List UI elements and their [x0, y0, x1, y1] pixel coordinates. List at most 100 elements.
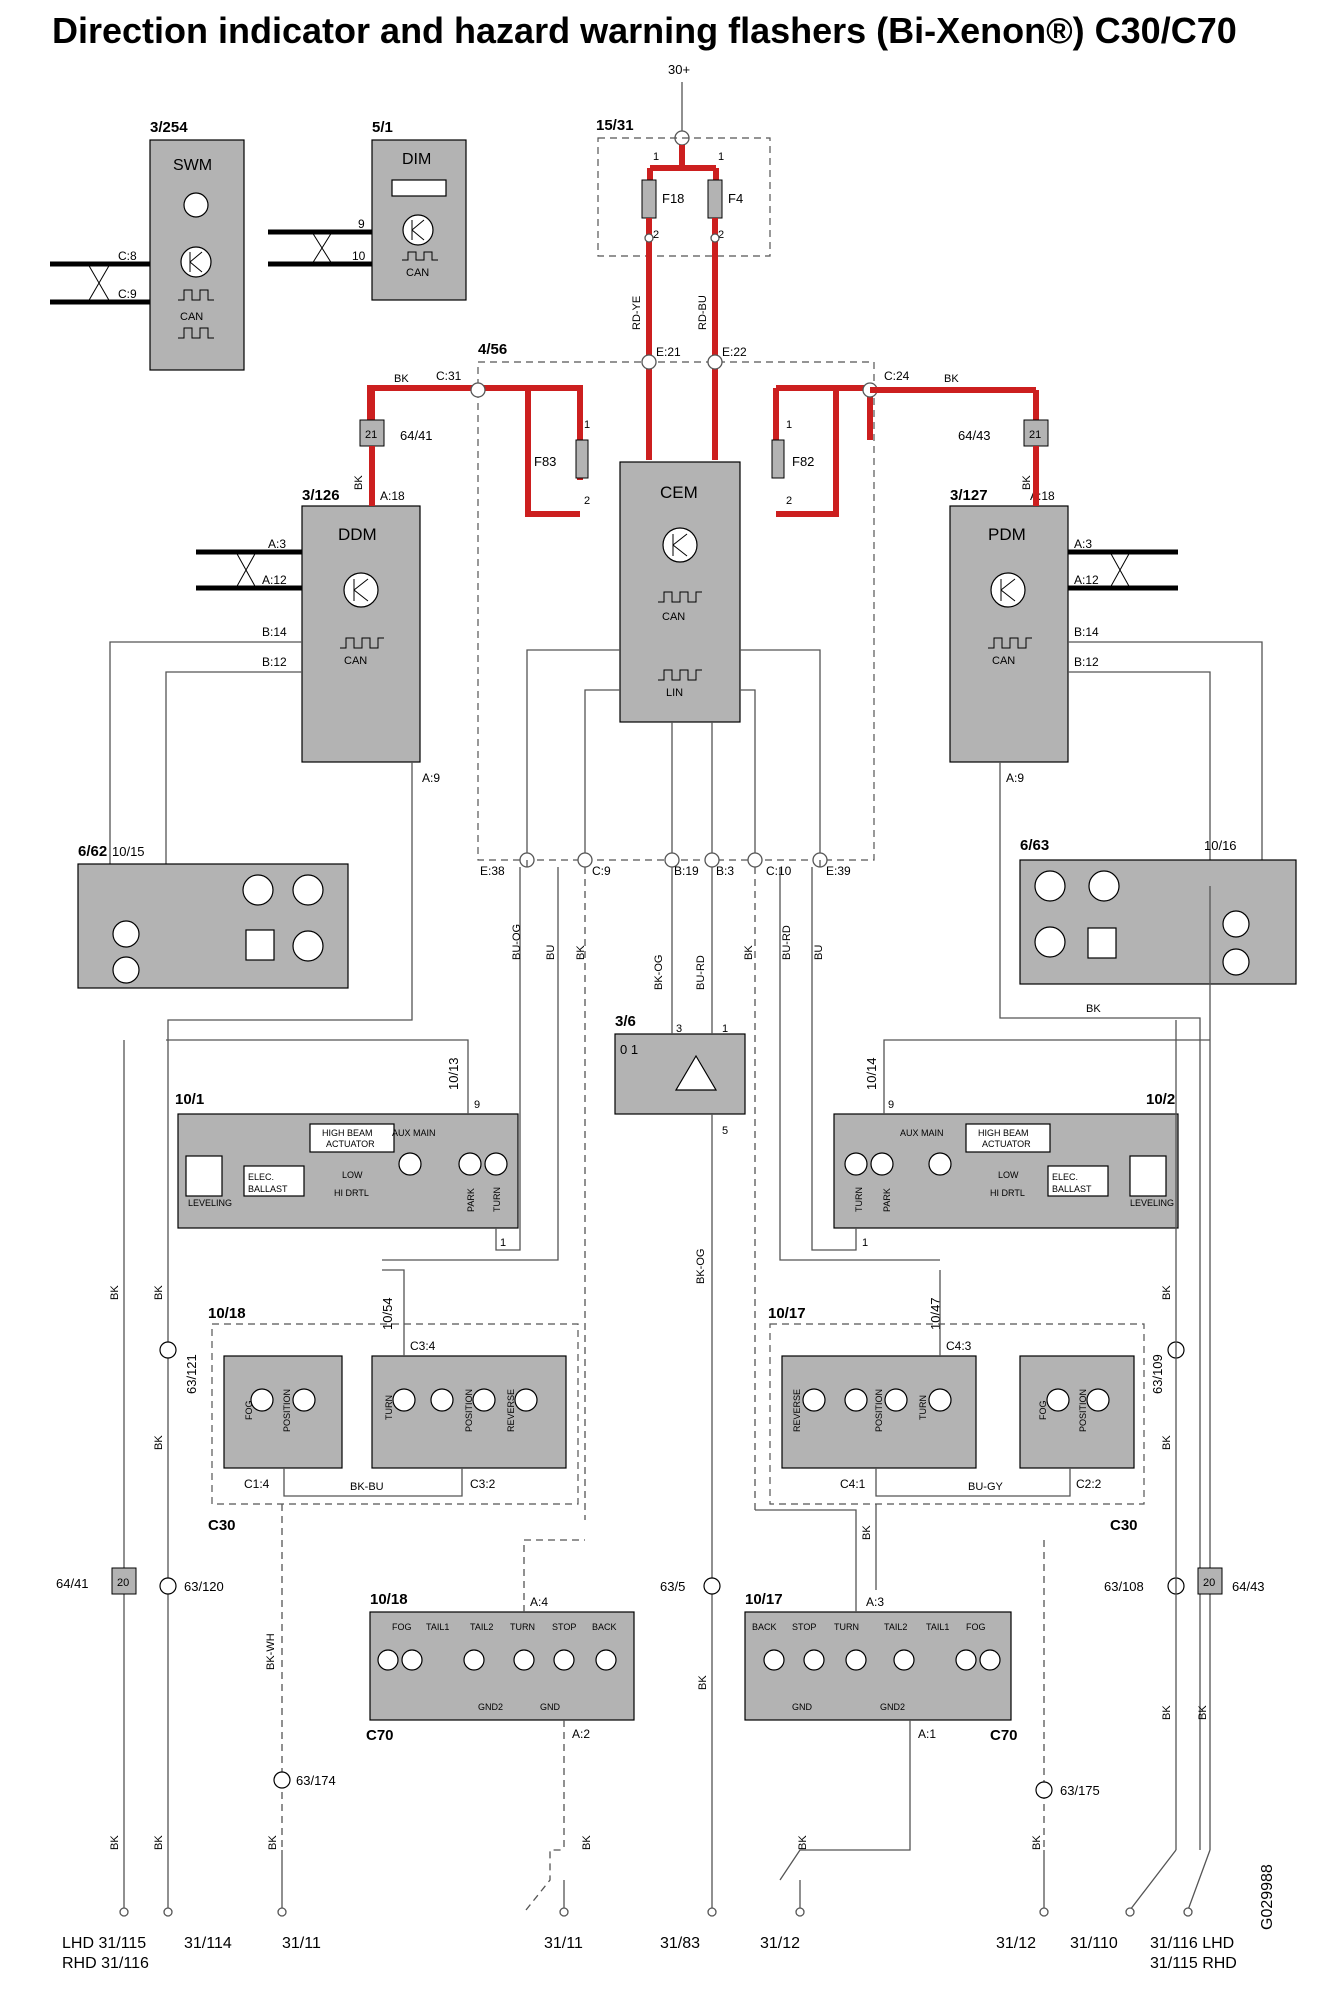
- cem-pin-e22: [707, 354, 723, 370]
- fuse-f83: [575, 439, 589, 479]
- svg-text:2: 2: [786, 495, 792, 507]
- svg-text:TURN: TURN: [492, 1187, 502, 1212]
- svg-text:9: 9: [888, 1099, 894, 1111]
- svg-text:64/41: 64/41: [56, 1576, 89, 1591]
- svg-text:64/43: 64/43: [1232, 1579, 1265, 1594]
- svg-text:A:3: A:3: [866, 1595, 884, 1609]
- fuse-f4-label: F4: [728, 191, 743, 206]
- svg-text:C:8: C:8: [118, 249, 137, 263]
- svg-text:1: 1: [722, 1023, 728, 1035]
- fusebox-busbar: [647, 145, 719, 180]
- svg-text:PARK: PARK: [882, 1188, 892, 1212]
- tail-c30-left-a: [223, 1355, 343, 1469]
- svg-text:BK: BK: [1161, 1705, 1173, 1720]
- bulb-icon: [398, 1152, 422, 1176]
- motor-icon: [292, 874, 324, 906]
- transistor-icon: [990, 572, 1026, 608]
- svg-text:BK-OG: BK-OG: [653, 955, 665, 990]
- svg-text:LOW: LOW: [998, 1170, 1019, 1180]
- svg-text:FOG: FOG: [244, 1401, 254, 1421]
- svg-text:BK-WH: BK-WH: [265, 1633, 277, 1670]
- svg-text:BK: BK: [797, 1835, 809, 1850]
- svg-text:A:3: A:3: [1074, 537, 1092, 551]
- splice-64-43: [1023, 419, 1049, 447]
- svg-text:TAIL2: TAIL2: [470, 1622, 493, 1632]
- svg-text:10/47: 10/47: [928, 1297, 943, 1330]
- svg-text:AUX MAIN: AUX MAIN: [900, 1128, 944, 1138]
- svg-text:BK: BK: [1086, 1003, 1101, 1015]
- svg-text:BU-OG: BU-OG: [511, 924, 523, 960]
- bulb-icon: [112, 956, 140, 984]
- svg-text:C4:3: C4:3: [946, 1339, 972, 1353]
- motor-icon: [292, 930, 324, 962]
- svg-text:10/15: 10/15: [112, 844, 145, 859]
- svg-text:TURN: TURN: [510, 1622, 535, 1632]
- dim-can: CAN: [406, 267, 429, 279]
- svg-text:E:39: E:39: [826, 864, 851, 878]
- svg-text:A:4: A:4: [530, 1595, 548, 1609]
- svg-text:BK-OG: BK-OG: [695, 1249, 707, 1284]
- tail-c30-left-outline: [211, 1323, 579, 1505]
- ground-31-83: 31/83: [660, 1935, 700, 1952]
- svg-text:BACK: BACK: [592, 1622, 617, 1632]
- svg-text:A:12: A:12: [1074, 573, 1099, 587]
- instrument-cluster-icon: [391, 179, 447, 197]
- swm-can: CAN: [180, 311, 203, 323]
- svg-text:BK: BK: [267, 1835, 279, 1850]
- swm-ref: 3/254: [150, 119, 188, 136]
- cem-pin-c9: [577, 852, 593, 868]
- ground-31-110: 31/110: [1070, 1935, 1118, 1952]
- svg-text:63/109: 63/109: [1150, 1354, 1165, 1394]
- svg-text:BK: BK: [1161, 1435, 1173, 1450]
- ground-31-11-b: 31/11: [544, 1935, 583, 1952]
- svg-text:ACTUATOR: ACTUATOR: [982, 1139, 1031, 1149]
- mirror-right-module: [1019, 859, 1297, 985]
- svg-text:5: 5: [722, 1125, 728, 1137]
- ground-31-12-a: 31/12: [760, 1935, 800, 1952]
- transistor-icon: [180, 246, 212, 278]
- svg-text:A:2: A:2: [572, 1727, 590, 1741]
- svg-text:GND: GND: [540, 1702, 561, 1712]
- svg-text:BU: BU: [545, 945, 557, 960]
- svg-text:BALLAST: BALLAST: [248, 1184, 288, 1194]
- svg-text:ACTUATOR: ACTUATOR: [326, 1139, 375, 1149]
- tail-c30-left-b: [371, 1355, 567, 1469]
- svg-text:F83: F83: [534, 454, 556, 469]
- svg-text:A:9: A:9: [422, 771, 440, 785]
- svg-text:GND: GND: [792, 1702, 813, 1712]
- svg-text:21: 21: [365, 429, 377, 441]
- svg-text:BU-RD: BU-RD: [781, 925, 793, 960]
- supply-label: 30+: [668, 62, 690, 77]
- heater-icon: [1087, 927, 1117, 959]
- svg-text:E:21: E:21: [656, 345, 681, 359]
- hazard-switch[interactable]: [614, 1033, 746, 1115]
- svg-text:C70: C70: [366, 1727, 394, 1744]
- cem-pin-e21: [641, 354, 657, 370]
- svg-text:10/14: 10/14: [864, 1057, 879, 1090]
- svg-text:A:9: A:9: [1006, 771, 1024, 785]
- steering-wheel-icon: [183, 192, 209, 218]
- svg-text:F82: F82: [792, 454, 814, 469]
- svg-text:ELEC.: ELEC.: [1052, 1172, 1078, 1182]
- svg-text:1: 1: [718, 151, 724, 163]
- svg-text:GND2: GND2: [880, 1702, 905, 1712]
- splice-64-41-bottom: [111, 1567, 137, 1595]
- heater-icon: [245, 929, 275, 961]
- svg-text:BK: BK: [944, 373, 959, 385]
- fuse-f18-label: F18: [662, 191, 684, 206]
- diagram-title: Direction indicator and hazard warning f…: [52, 10, 1237, 51]
- svg-text:BACK: BACK: [752, 1622, 777, 1632]
- svg-text:E:22: E:22: [722, 345, 747, 359]
- svg-text:POSITION: POSITION: [282, 1389, 292, 1432]
- transistor-icon: [662, 527, 698, 563]
- svg-text:64/43: 64/43: [958, 428, 991, 443]
- svg-text:63/120: 63/120: [184, 1579, 224, 1594]
- svg-text:BK: BK: [153, 1435, 165, 1450]
- dim-ref: 5/1: [372, 119, 393, 136]
- ground-31-116-rhd: RHD 31/116: [62, 1955, 149, 1972]
- mirror-left-ref: 6/62: [78, 843, 107, 860]
- swm-can-wires: [50, 261, 150, 305]
- svg-text:BK: BK: [153, 1285, 165, 1300]
- svg-text:63/121: 63/121: [184, 1354, 199, 1394]
- svg-text:B:14: B:14: [1074, 625, 1099, 639]
